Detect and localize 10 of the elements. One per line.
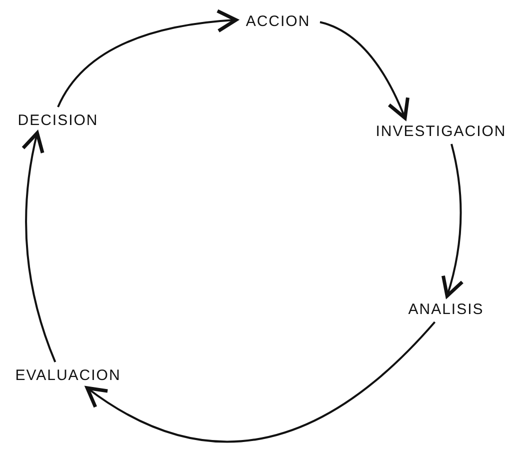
node-label: EVALUACION	[15, 366, 121, 384]
node-label: INVESTIGACION	[376, 122, 506, 140]
curved-arrow	[320, 21, 410, 120]
curved-arrow	[441, 144, 464, 298]
node-label: ANALISIS	[408, 300, 484, 318]
node-label: DECISION	[18, 112, 98, 128]
curved-arrow	[22, 131, 56, 362]
curved-arrow	[85, 321, 436, 443]
curved-arrow	[57, 10, 238, 108]
node-label: ACCION	[246, 12, 310, 30]
